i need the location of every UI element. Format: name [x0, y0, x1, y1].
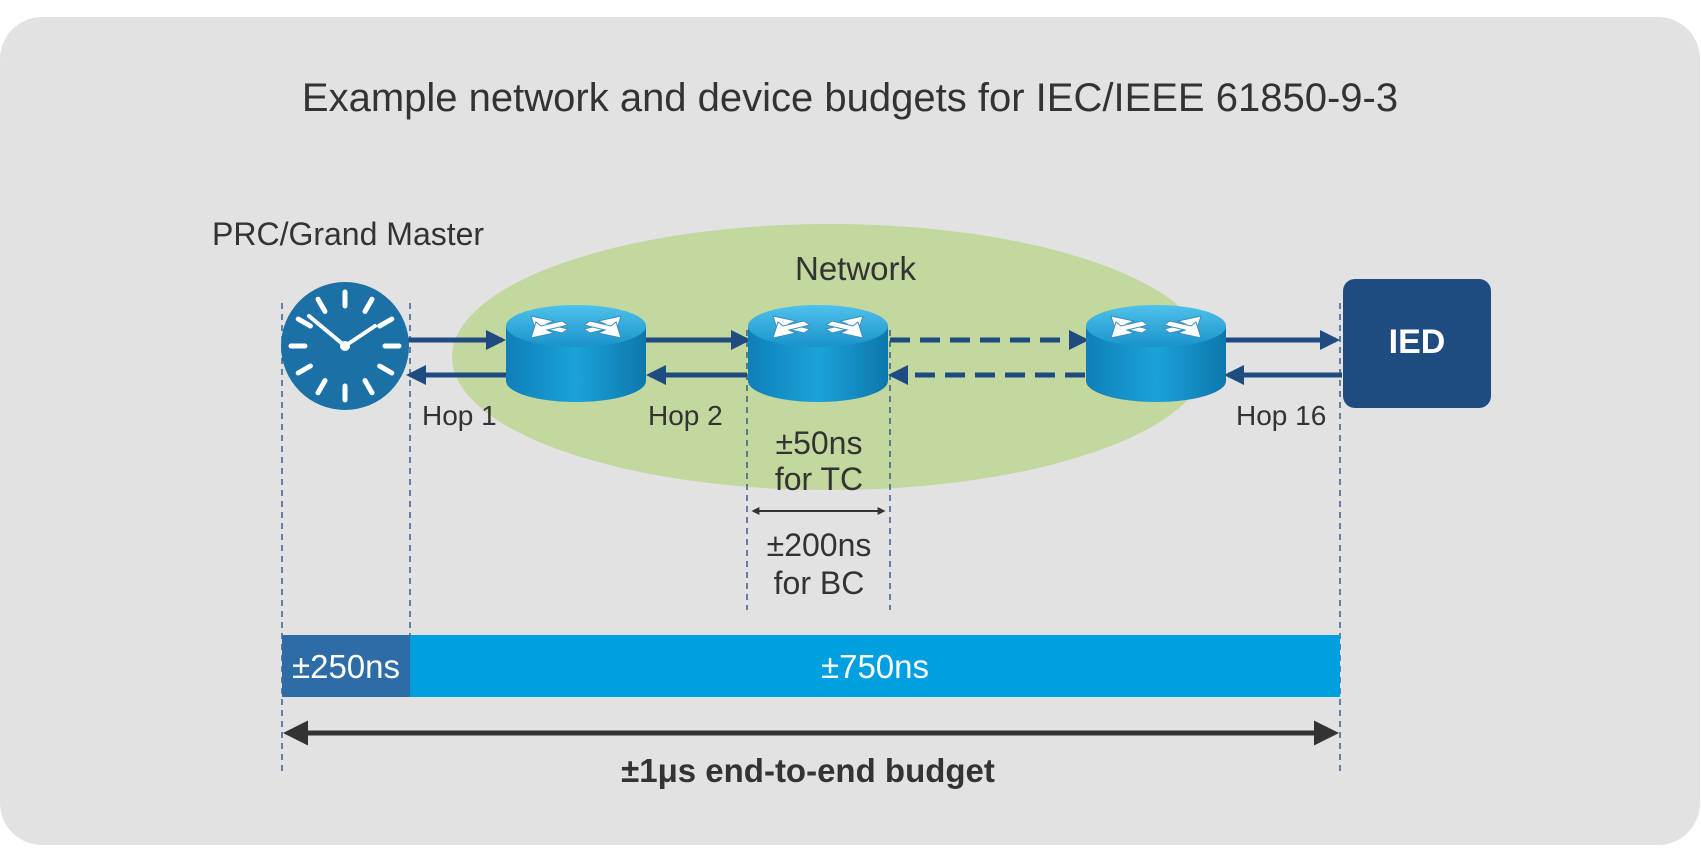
tc-budget-caption: for TC [774, 461, 864, 497]
router-icon [505, 304, 647, 403]
hop-label: Hop 1 [422, 400, 497, 431]
tc-budget-value: ±50ns [775, 425, 863, 461]
ied-label: IED [1388, 323, 1446, 361]
network-label: Network [795, 250, 917, 287]
router-icon [747, 304, 889, 403]
grandmaster-label: PRC/Grand Master [212, 216, 485, 252]
diagram-title: Example network and device budgets for I… [301, 76, 1399, 120]
ied-device: IED [1343, 279, 1491, 408]
router-icon [1085, 304, 1227, 403]
grandmaster-budget-label: ±250ns [291, 648, 401, 685]
bc-budget-caption: for BC [773, 565, 865, 601]
grandmaster-budget-bar: ±250ns [282, 635, 410, 697]
hop-label: Hop 2 [648, 400, 723, 431]
end-to-end-budget-label: ±1μs end-to-end budget [621, 752, 995, 789]
clock-icon [281, 282, 409, 410]
network-budget-label: ±750ns [820, 648, 930, 685]
bc-budget-value: ±200ns [766, 527, 872, 563]
network-budget-bar: ±750ns [410, 635, 1340, 697]
hop-label: Hop 16 [1236, 400, 1327, 431]
